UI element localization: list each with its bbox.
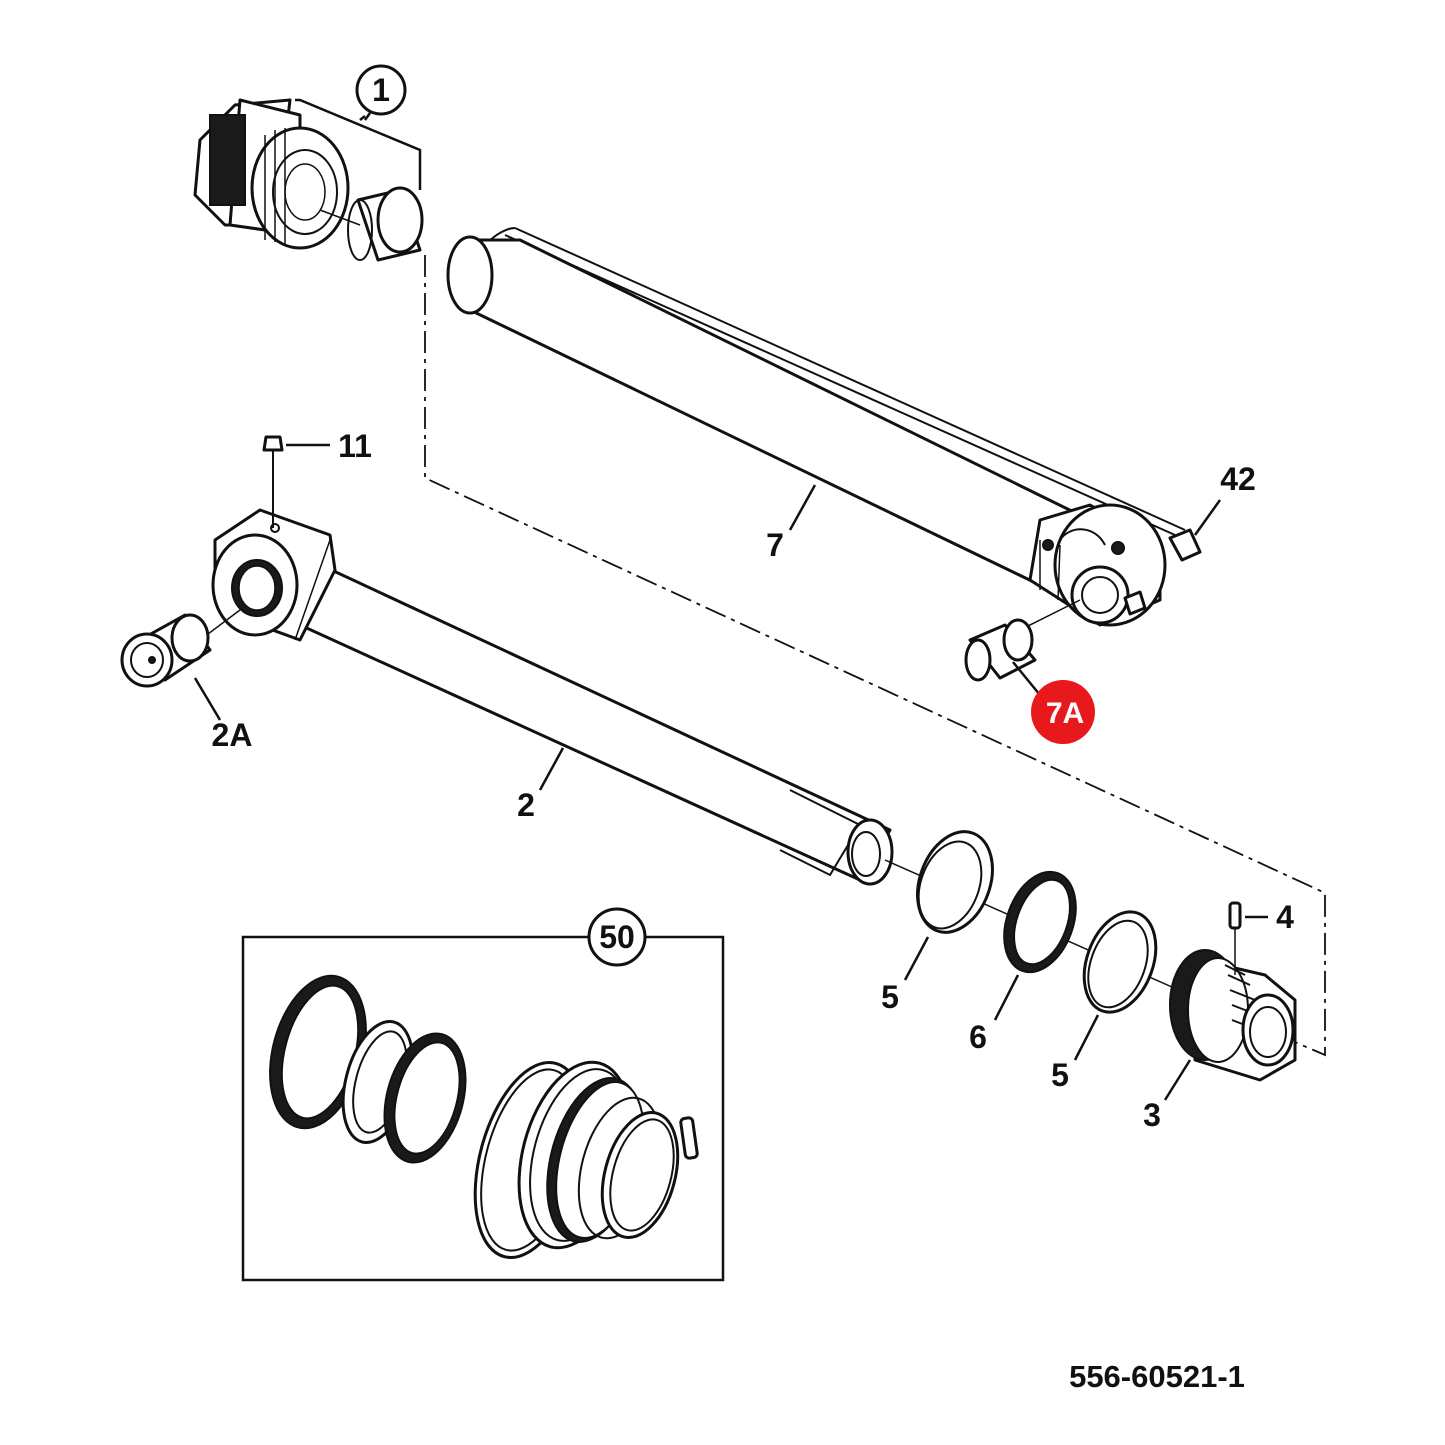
drawing-reference-number: 556-60521-1 xyxy=(1069,1359,1245,1394)
part-7-cylinder-tube xyxy=(446,227,1222,627)
callout-7-label: 7 xyxy=(766,527,784,563)
part-2-piston-rod xyxy=(120,435,894,886)
callout-6-label: 6 xyxy=(969,1019,987,1055)
part-7a-bush xyxy=(964,599,1081,696)
callout-1: 1 xyxy=(355,64,407,121)
seals-and-piston xyxy=(884,830,1297,1101)
callout-4-label: 4 xyxy=(1276,899,1294,935)
assembly-axis-line xyxy=(424,255,1326,1057)
part-50-seal-kit xyxy=(241,935,725,1282)
callout-50-label: 50 xyxy=(599,919,635,955)
callout-7a-label: 7A xyxy=(1046,697,1084,730)
callout-3-label: 3 xyxy=(1143,1097,1161,1133)
callout-2-label: 2 xyxy=(517,787,535,823)
callout-2a-label: 2A xyxy=(212,717,253,753)
callout-11-label: 11 xyxy=(338,428,372,464)
callout-5-left-label: 5 xyxy=(881,979,899,1015)
callout-50: 50 xyxy=(587,907,647,967)
callout-5-right-label: 5 xyxy=(1051,1057,1069,1093)
callout-7a-highlight: 7A xyxy=(1031,680,1095,744)
callout-42-label: 42 xyxy=(1220,461,1256,497)
part-1-gland-assembly xyxy=(193,98,424,262)
callout-1-label: 1 xyxy=(372,72,390,108)
